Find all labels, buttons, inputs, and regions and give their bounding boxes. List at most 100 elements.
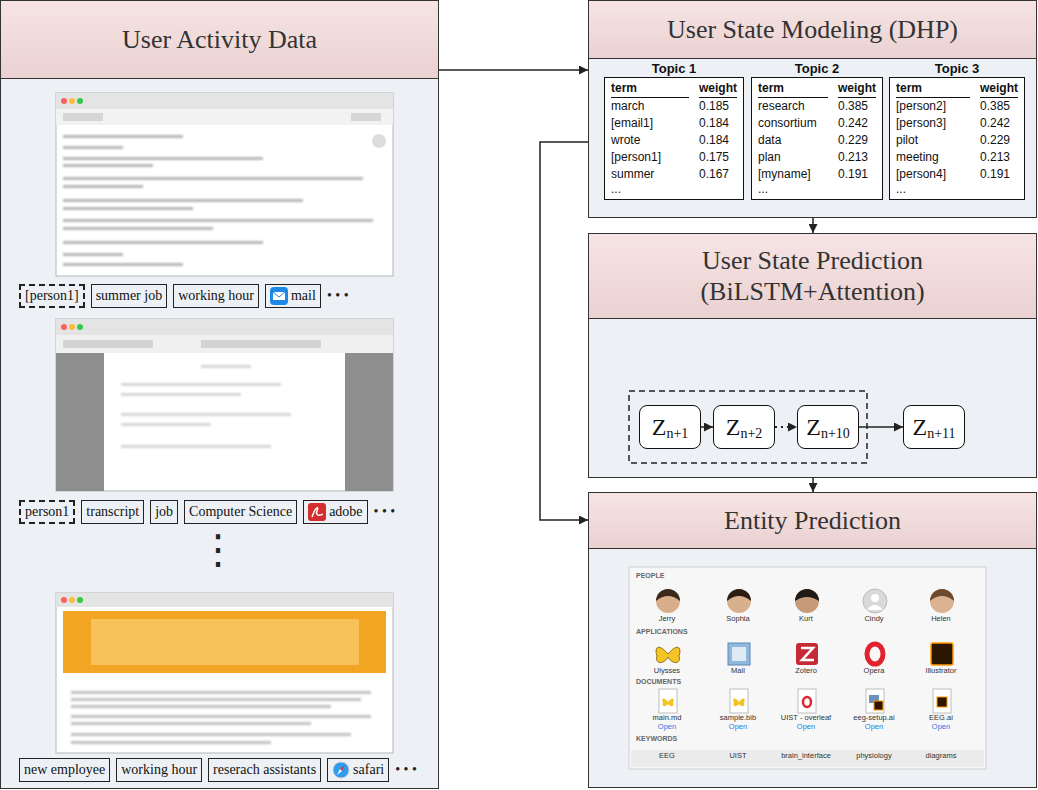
mail-screenshot-part-part bbox=[63, 227, 213, 230]
tag-text: working hour bbox=[121, 762, 197, 778]
topic-table: Topic 1termweightmarch0.185[email1]0.184… bbox=[604, 61, 744, 200]
ellipsis: • • • bbox=[327, 288, 349, 303]
browser-screenshot-part bbox=[56, 593, 393, 753]
tag-text: transcript bbox=[86, 504, 139, 520]
application-icons-part bbox=[732, 647, 746, 661]
mail-screenshot-part bbox=[56, 109, 393, 125]
topic-box: termweightmarch0.185[email1]0.184wrote0.… bbox=[604, 77, 744, 200]
table-cell: march bbox=[611, 98, 689, 115]
entity-label: KEYWORDS bbox=[636, 735, 677, 742]
dashed-window bbox=[629, 391, 867, 463]
label-box: brain_interface bbox=[781, 752, 831, 761]
mail-screenshot-part bbox=[69, 98, 75, 104]
browser-screenshot-part-part bbox=[71, 698, 361, 701]
entity-label: Kurt bbox=[799, 614, 813, 623]
browser-screenshot-part bbox=[61, 597, 67, 603]
mail-icon-part bbox=[273, 292, 285, 297]
pdf-screenshot-part-part bbox=[121, 413, 291, 416]
label-box: EEG.ai bbox=[929, 714, 953, 723]
entity-screenshot-part bbox=[629, 567, 986, 769]
stage-panel: User State Prediction (BiLSTM+Attention)… bbox=[588, 233, 1037, 478]
application-icons-part bbox=[728, 643, 750, 665]
flow-arrow bbox=[540, 142, 588, 520]
state-subscript: n+2 bbox=[740, 426, 762, 442]
label-box: Zotero bbox=[795, 667, 817, 676]
pdf-screenshot-part bbox=[56, 319, 393, 491]
tag-text: safari bbox=[353, 762, 384, 778]
state-box: Zn+1 bbox=[639, 405, 701, 449]
document-icons-part bbox=[733, 699, 745, 707]
tag-text: person1 bbox=[25, 504, 69, 520]
tag-text: job bbox=[155, 504, 173, 520]
table-header: term bbox=[611, 80, 689, 98]
pdf-screenshot-part-part bbox=[121, 393, 241, 396]
label-box: Jerry bbox=[659, 615, 676, 624]
people-avatars-part bbox=[727, 589, 751, 601]
pdf-screenshot-part bbox=[56, 353, 104, 491]
people-avatars-part bbox=[656, 589, 680, 613]
people-avatars-part bbox=[727, 589, 751, 613]
mail-screenshot-part-part bbox=[63, 253, 123, 256]
application-icons-part bbox=[801, 648, 814, 660]
browser-screenshot-part bbox=[69, 597, 75, 603]
entity-label: main.md bbox=[653, 713, 682, 722]
people-avatars bbox=[656, 589, 954, 613]
topic-box: termweightresearch0.385consortium0.242da… bbox=[751, 77, 883, 200]
safari-icon-part bbox=[337, 769, 342, 775]
table-cell: summer bbox=[611, 166, 689, 183]
document-icons-part bbox=[798, 689, 816, 713]
state-symbol: Z bbox=[912, 414, 927, 441]
mail-screenshot-part-part bbox=[63, 241, 263, 244]
application-icons-part bbox=[796, 643, 818, 665]
safari-icon bbox=[332, 761, 350, 779]
label-box: UIST - overleaf bbox=[781, 714, 831, 723]
keyword-tag: Computer Science bbox=[184, 500, 297, 524]
label-box: Kurt bbox=[799, 615, 813, 624]
panel-header: User Activity Data bbox=[1, 1, 438, 79]
label-box: Open bbox=[932, 723, 950, 732]
state-subscript: n+1 bbox=[666, 426, 688, 442]
table-cell: plan bbox=[758, 149, 828, 166]
tag-text: [person1] bbox=[25, 288, 79, 304]
mail-screenshot-part-part bbox=[63, 185, 143, 188]
entity-label: EEG bbox=[659, 751, 675, 760]
flow-arrow bbox=[812, 478, 814, 492]
pdf-screenshot-part-part bbox=[121, 423, 211, 426]
tag-text: mail bbox=[291, 288, 316, 304]
entity-label: Mail bbox=[731, 666, 745, 675]
label-box: Helen bbox=[931, 615, 951, 624]
browser-screenshot-part-part bbox=[71, 722, 311, 725]
pdf-screenshot-part-part bbox=[121, 445, 271, 448]
label-box: Open bbox=[658, 723, 676, 732]
entity-label: Helen bbox=[931, 614, 951, 623]
table-cell: 0.191 bbox=[838, 166, 876, 183]
pdf-screenshot-part bbox=[77, 324, 83, 330]
document-icons-part bbox=[866, 689, 884, 713]
keyword-tag: adobe bbox=[303, 500, 367, 524]
table-cell: pilot bbox=[896, 132, 970, 149]
mail-screenshot-part-part bbox=[63, 135, 183, 138]
panel-title: User State Modeling (DHP) bbox=[667, 14, 958, 45]
panel-title: Entity Prediction bbox=[724, 505, 901, 536]
state-box: Zn+10 bbox=[797, 405, 859, 449]
label-box: Sophia bbox=[726, 615, 749, 624]
document-icons-part bbox=[933, 689, 951, 713]
pdf-icon-part bbox=[312, 508, 323, 517]
label-box: EEG bbox=[659, 752, 675, 761]
table-cell: 0.242 bbox=[980, 115, 1018, 132]
label-box: Mail bbox=[731, 667, 745, 676]
application-icons-part bbox=[656, 647, 680, 662]
keyword-tag: transcript bbox=[81, 500, 144, 524]
flow-arrow bbox=[812, 218, 814, 233]
label-box: eeg-setup.ai bbox=[853, 714, 894, 723]
entity-tag: [person1] bbox=[19, 284, 85, 308]
label-box: • • • bbox=[395, 762, 417, 778]
mail-screenshot-part bbox=[372, 134, 386, 148]
document-icons-part bbox=[730, 689, 748, 713]
mail-screenshot-part bbox=[77, 98, 83, 104]
browser-screenshot-part bbox=[91, 619, 359, 665]
table-cell: 0.184 bbox=[699, 115, 737, 132]
ellipsis: • • • bbox=[374, 504, 396, 519]
table-cell: 0.185 bbox=[699, 98, 737, 115]
panel-header: User State Prediction (BiLSTM+Attention) bbox=[589, 234, 1036, 319]
